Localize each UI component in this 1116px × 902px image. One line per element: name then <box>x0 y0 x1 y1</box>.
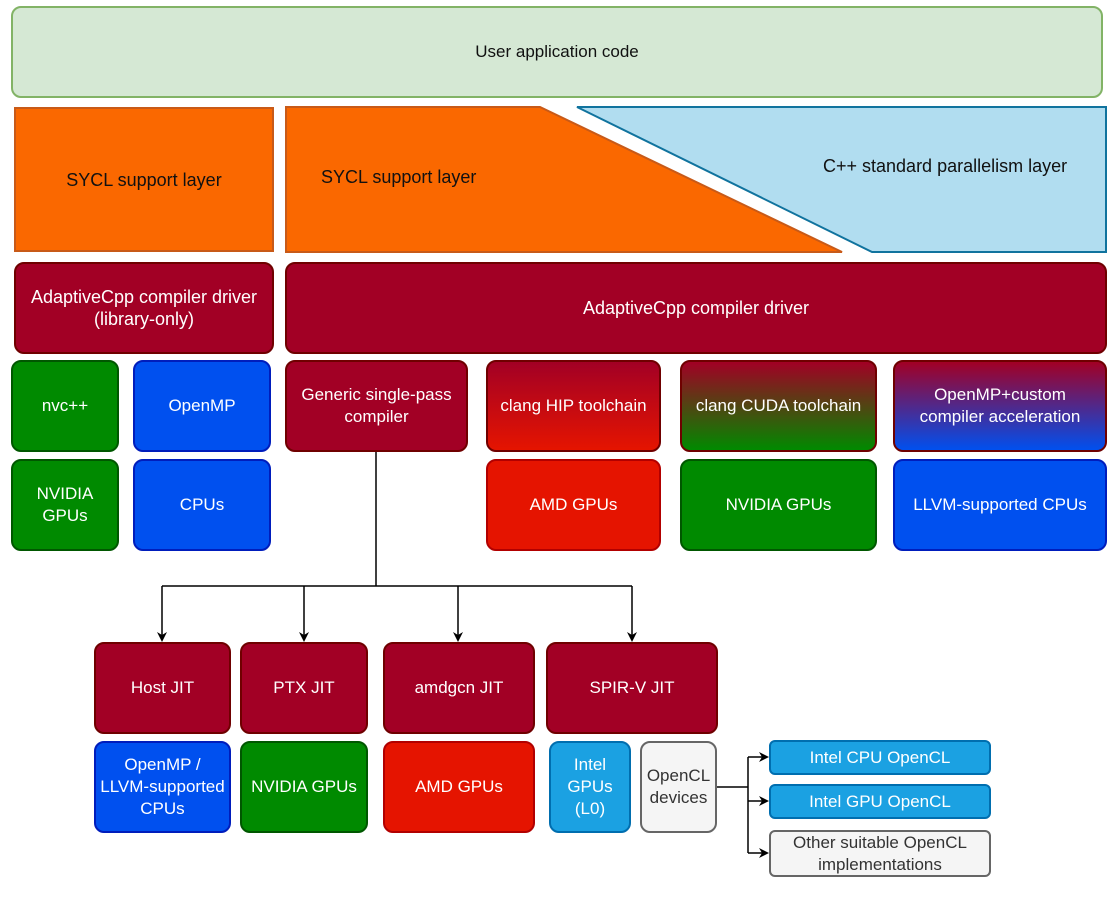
compiler-driver-library-only-box: AdaptiveCpp compiler driver (library-onl… <box>14 262 274 354</box>
intel-gpus-l0-label: Intel GPUs (L0) <box>567 755 613 818</box>
sycl-support-layer-right-label: SYCL support layer <box>321 167 477 187</box>
cpus-left-label: CPUs <box>179 495 225 514</box>
host-jit-box: Host JIT <box>94 642 231 734</box>
opencl-devices-label: OpenCL devices <box>646 766 711 807</box>
host-jit-label: Host JIT <box>130 678 195 697</box>
generic-single-pass-compiler-label: Generic single-pass compiler <box>301 385 452 426</box>
generic-single-pass-compiler-box: Generic single-pass compiler <box>285 360 468 452</box>
clang-hip-toolchain-label: clang HIP toolchain <box>500 396 647 415</box>
sycl-support-layer-left-box: SYCL support layer <box>14 107 274 252</box>
spirv-jit-box: SPIR-V JIT <box>546 642 718 734</box>
openmp-custom-acceleration-label: OpenMP+custom compiler acceleration <box>919 385 1081 426</box>
opencl-devices-box: OpenCL devices <box>640 741 717 833</box>
compiler-driver-library-only-label: AdaptiveCpp compiler driver (library-onl… <box>30 287 258 329</box>
nvidia-gpus-left-label: NVIDIA GPUs <box>36 484 94 525</box>
intel-cpu-opencl-label: Intel CPU OpenCL <box>809 747 951 767</box>
intel-gpus-l0-box: Intel GPUs (L0) <box>549 741 631 833</box>
nvcpp-label: nvc++ <box>41 396 89 415</box>
compiler-driver-box: AdaptiveCpp compiler driver <box>285 262 1107 354</box>
other-opencl-implementations-label: Other suitable OpenCL implementations <box>793 832 967 874</box>
openmp-llvm-cpus-label: OpenMP / LLVM-supported CPUs <box>100 755 225 818</box>
stdpar-layer-label: C++ standard parallelism layer <box>823 156 1068 176</box>
intel-gpu-opencl-box: Intel GPU OpenCL <box>769 784 991 819</box>
ptx-jit-label: PTX JIT <box>273 678 335 697</box>
amd-gpus-top-box: AMD GPUs <box>486 459 661 551</box>
openmp-llvm-cpus-box: OpenMP / LLVM-supported CPUs <box>94 741 231 833</box>
nvidia-gpus-top-label: NVIDIA GPUs <box>725 495 832 514</box>
stdpar-shape <box>576 106 1107 253</box>
ptx-jit-box: PTX JIT <box>240 642 368 734</box>
openmp-box: OpenMP <box>133 360 271 452</box>
nvidia-gpus-top-box: NVIDIA GPUs <box>680 459 877 551</box>
clang-hip-toolchain-box: clang HIP toolchain <box>486 360 661 452</box>
llvm-supported-cpus-top-box: LLVM-supported CPUs <box>893 459 1107 551</box>
intel-cpu-opencl-box: Intel CPU OpenCL <box>769 740 991 775</box>
amd-gpus-bottom-label: AMD GPUs <box>415 777 503 796</box>
user-application-code-label: User application code <box>475 42 639 61</box>
spirv-jit-label: SPIR-V JIT <box>589 678 675 697</box>
other-opencl-implementations-box: Other suitable OpenCL implementations <box>769 830 991 877</box>
llvm-supported-cpus-top-label: LLVM-supported CPUs <box>913 495 1087 514</box>
openmp-custom-acceleration-box: OpenMP+custom compiler acceleration <box>893 360 1107 452</box>
cpus-left-box: CPUs <box>133 459 271 551</box>
nvidia-gpus-left-box: NVIDIA GPUs <box>11 459 119 551</box>
nvcpp-box: nvc++ <box>11 360 119 452</box>
amd-gpus-bottom-box: AMD GPUs <box>383 741 535 833</box>
amd-gpus-top-label: AMD GPUs <box>529 495 618 514</box>
clang-cuda-toolchain-label: clang CUDA toolchain <box>695 396 862 415</box>
sycl-right-shape <box>285 106 843 253</box>
sycl-support-layer-left-label: SYCL support layer <box>66 169 222 190</box>
intel-gpu-opencl-label: Intel GPU OpenCL <box>809 791 951 811</box>
amdgcn-jit-box: amdgcn JIT <box>383 642 535 734</box>
openmp-label: OpenMP <box>168 396 236 415</box>
nvidia-gpus-bottom-label: NVIDIA GPUs <box>251 777 357 796</box>
clang-cuda-toolchain-box: clang CUDA toolchain <box>680 360 877 452</box>
compiler-driver-label: AdaptiveCpp compiler driver <box>582 298 810 318</box>
amdgcn-jit-label: amdgcn JIT <box>414 678 504 697</box>
user-application-code-box: User application code <box>11 6 1103 98</box>
nvidia-gpus-bottom-box: NVIDIA GPUs <box>240 741 368 833</box>
